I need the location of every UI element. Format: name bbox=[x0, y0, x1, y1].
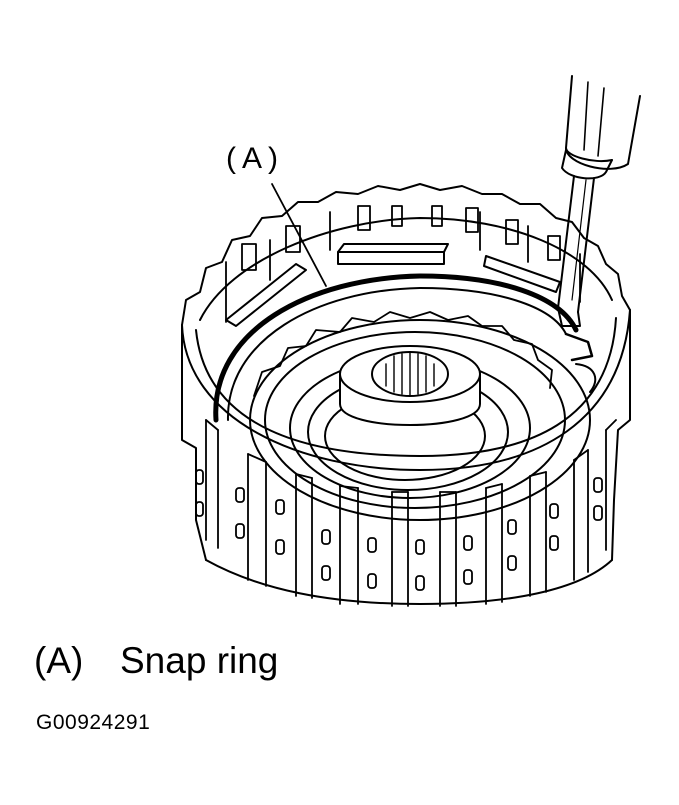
figure-id: G00924291 bbox=[36, 711, 151, 734]
drum-back-rim bbox=[181, 183, 631, 327]
callout-leader-line bbox=[271, 183, 327, 287]
snap-ring bbox=[213, 273, 597, 423]
legend-tag: (A) bbox=[34, 640, 84, 681]
legend-entry: (A) Snap ring bbox=[34, 640, 278, 682]
screwdriver bbox=[557, 75, 641, 327]
legend-description: Snap ring bbox=[120, 640, 279, 681]
piston-hub bbox=[249, 311, 591, 521]
callout-label-a: (A) bbox=[226, 142, 284, 175]
drum-front-wall bbox=[181, 309, 631, 607]
